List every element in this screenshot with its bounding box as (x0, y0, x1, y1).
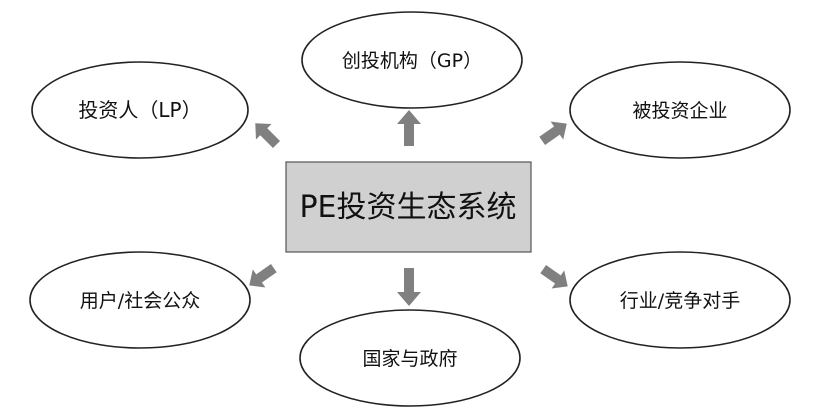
node-gp: 创投机构（GP） (301, 11, 523, 109)
arrow-up-right-icon (539, 121, 567, 145)
node-industry: 行业/竞争对手 (569, 251, 791, 349)
node-public-label: 用户/社会公众 (80, 290, 200, 312)
arrow-up-icon (397, 110, 421, 146)
node-invested-company-label: 被投资企业 (632, 100, 727, 122)
arrow-down-left-icon (249, 264, 277, 288)
node-industry-label: 行业/竞争对手 (620, 290, 740, 312)
node-gp-label: 创投机构（GP） (342, 50, 482, 72)
arrow-down-right-icon (540, 265, 568, 289)
node-public: 用户/社会公众 (29, 251, 251, 349)
node-government: 国家与政府 (299, 309, 521, 407)
arrow-up-left-icon (255, 123, 281, 149)
node-lp: 投资人（LP） (31, 61, 249, 159)
center-node: PE投资生态系统 (285, 161, 532, 253)
node-lp-label: 投资人（LP） (78, 98, 201, 122)
arrow-down-icon (397, 268, 421, 306)
node-government-label: 国家与政府 (362, 348, 457, 370)
node-invested-company: 被投资企业 (569, 61, 791, 159)
center-label: PE投资生态系统 (299, 190, 516, 225)
